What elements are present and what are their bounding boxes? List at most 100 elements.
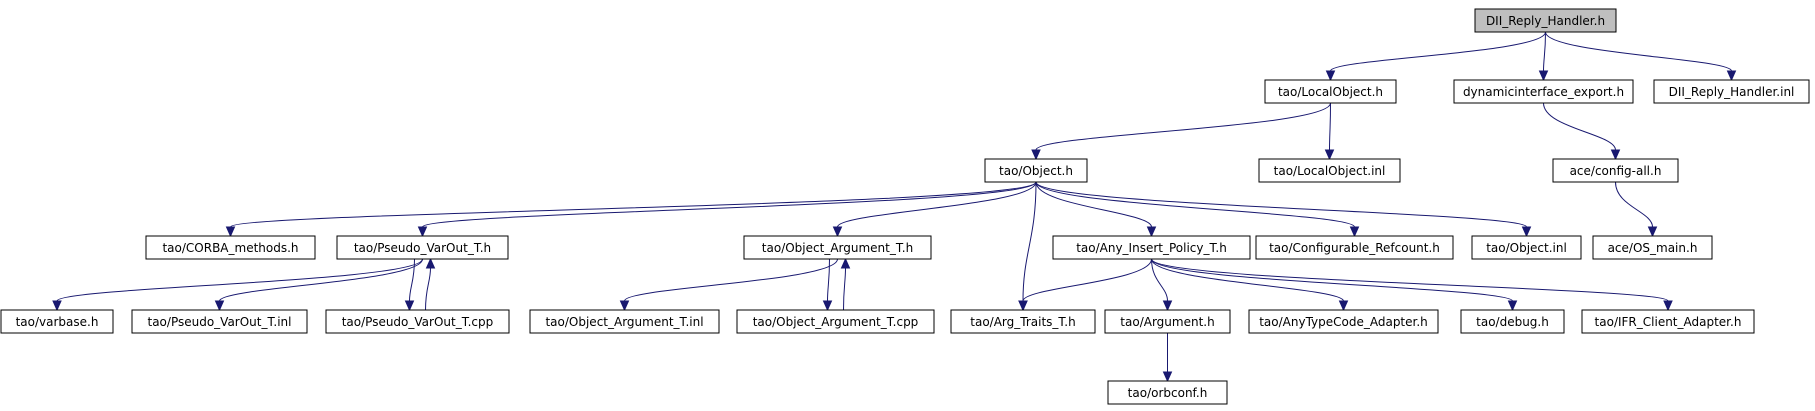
node-local-object-inl[interactable]: tao/LocalObject.inl xyxy=(1258,158,1401,183)
node-argument-h-label: tao/Argument.h xyxy=(1120,315,1214,329)
edge-line xyxy=(1035,102,1331,151)
edge-any_insert_policy_t_h-to-argument_h xyxy=(1151,258,1173,312)
node-any-insert-policy-t-h[interactable]: tao/Any_Insert_Policy_T.h xyxy=(1052,235,1251,260)
edge-line xyxy=(1022,181,1037,302)
edge-arrowhead xyxy=(1726,70,1737,82)
node-pseudo-varout-t-inl[interactable]: tao/Pseudo_VarOut_T.inl xyxy=(131,309,308,334)
edge-object_h-to-any_insert_policy_t_h xyxy=(1035,181,1157,238)
edge-line xyxy=(1543,31,1546,72)
edge-root-to-dynamicinterface_export_h xyxy=(1538,31,1549,82)
edge-argument_h-to-orbconf_h xyxy=(1162,332,1173,383)
edges-layer xyxy=(52,31,1737,383)
edge-line xyxy=(230,181,1037,228)
edge-any_insert_policy_t_h-to-anytypecode_adapter_h xyxy=(1151,258,1349,312)
node-debug-h-label: tao/debug.h xyxy=(1476,315,1549,329)
node-arg-traits-t-h-label: tao/Arg_Traits_T.h xyxy=(970,315,1075,329)
edge-arrowhead xyxy=(404,300,415,312)
node-object-inl-label: tao/Object.inl xyxy=(1486,241,1567,255)
edge-object_h-to-object_argument_t_h xyxy=(832,181,1037,238)
edge-arrowhead xyxy=(1647,226,1658,238)
edge-arrowhead xyxy=(425,257,436,269)
node-object-h[interactable]: tao/Object.h xyxy=(984,158,1088,183)
node-pseudo-varout-t-h-label: tao/Pseudo_VarOut_T.h xyxy=(354,241,491,255)
edge-any_insert_policy_t_h-to-ifr_client_adapter_h xyxy=(1151,258,1673,312)
node-ifr-client-adapter-h-label: tao/IFR_Client_Adapter.h xyxy=(1595,315,1742,329)
edge-line xyxy=(1151,258,1513,302)
node-orbconf-h[interactable]: tao/orbconf.h xyxy=(1107,380,1228,405)
edge-arrowhead xyxy=(417,226,428,238)
edge-line xyxy=(1151,258,1168,302)
node-local-object-h-label: tao/LocalObject.h xyxy=(1278,85,1383,99)
node-object-argument-t-h-label: tao/Object_Argument_T.h xyxy=(762,241,913,255)
node-argument-h[interactable]: tao/Argument.h xyxy=(1104,309,1231,334)
edge-arrowhead xyxy=(1338,300,1349,312)
edge-line xyxy=(219,258,423,302)
node-varbase-h-label: tao/varbase.h xyxy=(16,315,99,329)
node-os-main-h[interactable]: ace/OS_main.h xyxy=(1592,235,1713,260)
node-dynamicinterface-export-h-label: dynamicinterface_export.h xyxy=(1463,85,1624,99)
edge-pseudo_varout_t_h-to-pseudo_varout_t_inl xyxy=(214,258,423,312)
edge-line xyxy=(425,267,431,311)
edge-line xyxy=(1022,258,1152,302)
edge-object_argument_t_h-to-object_argument_t_cpp xyxy=(822,258,833,312)
edge-line xyxy=(1615,181,1653,228)
edge-arrowhead xyxy=(225,226,236,238)
edge-arrowhead xyxy=(1162,300,1173,312)
node-dii-reply-handler-inl-label: DII_Reply_Handler.inl xyxy=(1669,85,1795,99)
node-root[interactable]: DII_Reply_Handler.h xyxy=(1474,8,1617,33)
nodes-layer: DII_Reply_Handler.h tao/LocalObject.h dy… xyxy=(0,8,1810,405)
node-root-label: DII_Reply_Handler.h xyxy=(1486,14,1605,28)
node-dii-reply-handler-inl[interactable]: DII_Reply_Handler.inl xyxy=(1653,79,1810,104)
edge-line xyxy=(624,258,838,302)
node-dynamicinterface-export-h[interactable]: dynamicinterface_export.h xyxy=(1453,79,1634,104)
edge-arrowhead xyxy=(1324,149,1335,161)
edge-object_argument_t_h-to-object_argument_t_inl xyxy=(619,258,838,312)
edge-pseudo_varout_t_h-to-varbase_h xyxy=(52,258,423,312)
node-pseudo-varout-t-inl-label: tao/Pseudo_VarOut_T.inl xyxy=(148,315,292,329)
node-local-object-inl-label: tao/LocalObject.inl xyxy=(1274,164,1386,178)
node-orbconf-h-label: tao/orbconf.h xyxy=(1128,386,1208,400)
edge-pseudo_varout_t_h-to-pseudo_varout_t_cpp xyxy=(404,258,415,312)
edge-any_insert_policy_t_h-to-arg_traits_t_h xyxy=(1018,258,1152,312)
edge-object_h-to-configurable_refcount_h xyxy=(1035,181,1360,238)
node-object-inl[interactable]: tao/Object.inl xyxy=(1471,235,1582,260)
edge-object_h-to-object_inl xyxy=(1035,181,1532,238)
node-object-argument-t-cpp[interactable]: tao/Object_Argument_T.cpp xyxy=(736,309,935,334)
edge-line xyxy=(1543,102,1616,151)
node-ifr-client-adapter-h[interactable]: tao/IFR_Client_Adapter.h xyxy=(1581,309,1755,334)
node-local-object-h[interactable]: tao/LocalObject.h xyxy=(1264,79,1397,104)
edge-line xyxy=(1151,258,1669,302)
edge-arrowhead xyxy=(1349,226,1360,238)
node-any-insert-policy-t-h-label: tao/Any_Insert_Policy_T.h xyxy=(1076,241,1227,255)
edge-line xyxy=(1330,31,1546,72)
node-arg-traits-t-h[interactable]: tao/Arg_Traits_T.h xyxy=(950,309,1096,334)
edge-line xyxy=(56,258,423,302)
edge-arrowhead xyxy=(1507,300,1518,312)
edge-arrowhead xyxy=(214,300,225,312)
node-corba-methods-h[interactable]: tao/CORBA_methods.h xyxy=(145,235,316,260)
edge-arrowhead xyxy=(1538,70,1549,82)
node-anytypecode-adapter-h[interactable]: tao/AnyTypeCode_Adapter.h xyxy=(1248,309,1439,334)
node-object-argument-t-inl[interactable]: tao/Object_Argument_T.inl xyxy=(529,309,720,334)
node-config-all-h[interactable]: ace/config-all.h xyxy=(1552,158,1679,183)
node-pseudo-varout-t-h[interactable]: tao/Pseudo_VarOut_T.h xyxy=(336,235,509,260)
node-config-all-h-label: ace/config-all.h xyxy=(1570,164,1662,178)
edge-line xyxy=(409,258,415,302)
node-configurable-refcount-h[interactable]: tao/Configurable_Refcount.h xyxy=(1255,235,1454,260)
edge-local_object_h-to-object_h xyxy=(1031,102,1331,161)
edge-object_h-to-arg_traits_t_h xyxy=(1018,181,1037,312)
edge-line xyxy=(827,258,830,302)
edge-line xyxy=(1035,181,1355,228)
node-pseudo-varout-t-cpp[interactable]: tao/Pseudo_VarOut_T.cpp xyxy=(325,309,510,334)
edge-local_object_h-to-local_object_inl xyxy=(1324,102,1335,161)
edge-line xyxy=(1151,258,1344,302)
node-object-argument-t-h[interactable]: tao/Object_Argument_T.h xyxy=(743,235,932,260)
edge-arrowhead xyxy=(840,257,851,269)
node-varbase-h[interactable]: tao/varbase.h xyxy=(0,309,114,334)
node-object-h-label: tao/Object.h xyxy=(999,164,1073,178)
edge-line xyxy=(1035,181,1527,228)
edge-line xyxy=(1035,181,1152,228)
node-debug-h[interactable]: tao/debug.h xyxy=(1460,309,1565,334)
node-object-argument-t-inl-label: tao/Object_Argument_T.inl xyxy=(545,315,703,329)
node-object-argument-t-cpp-label: tao/Object_Argument_T.cpp xyxy=(753,315,919,329)
